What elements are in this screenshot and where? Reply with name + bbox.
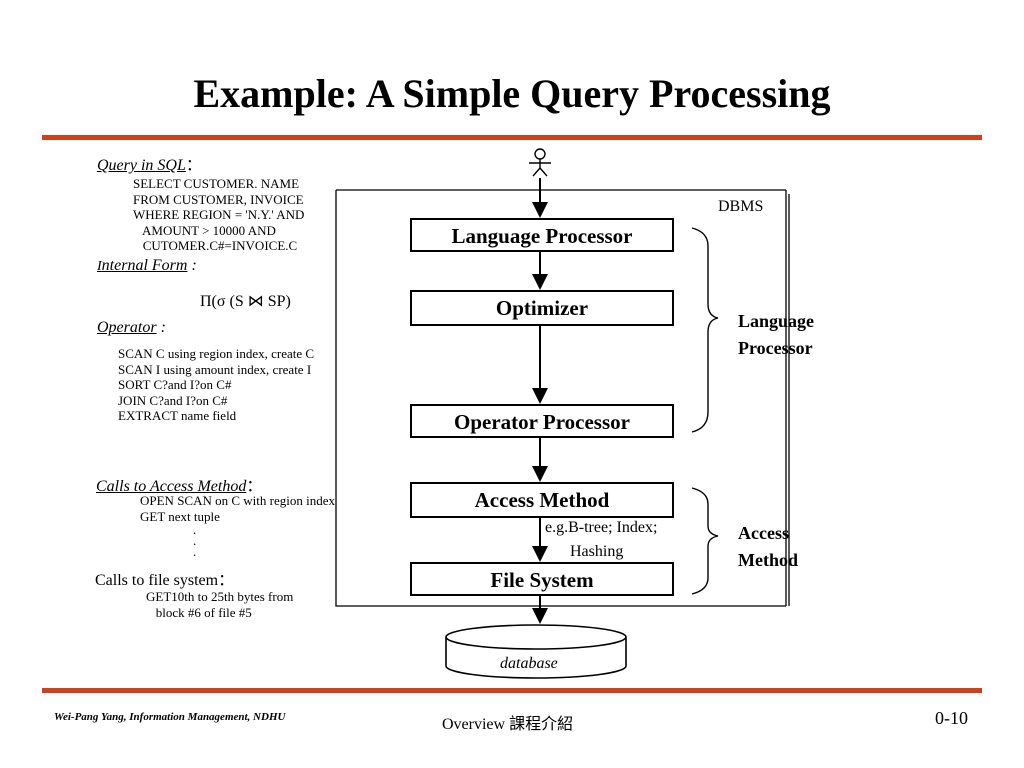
- file-system-box: File System: [410, 562, 674, 596]
- footer-author: Wei-Pang Yang, Information Management, N…: [54, 711, 286, 723]
- internal-form-formula: Π(σ (S ⋈ SP): [200, 293, 291, 310]
- calls-access-text: OPEN SCAN on C with region index GET nex…: [140, 493, 335, 524]
- internal-form-initial: I: [97, 259, 102, 274]
- group2-line2: Method: [738, 550, 798, 570]
- top-divider: [42, 135, 982, 140]
- query-label: Query in SQL: [97, 157, 186, 174]
- access-note-line2: Hashing: [570, 543, 624, 560]
- calls-file-label: Calls to file system: [95, 572, 219, 589]
- calls-access-label: Calls to Access Method: [96, 478, 247, 495]
- group2-line1: Access: [738, 523, 789, 543]
- internal-form-row: Internal Form :: [97, 257, 197, 275]
- access-note-line1: e.g.B-tree; Index;: [545, 519, 658, 536]
- sql-text: SELECT CUSTOMER. NAME FROM CUSTOMER, INV…: [133, 176, 305, 253]
- operator-processor-box: Operator Processor: [410, 404, 674, 438]
- operator-row: Operator :: [97, 319, 166, 337]
- access-method-box: Access Method: [410, 482, 674, 518]
- internal-form-label: nternal Form: [101, 257, 188, 274]
- database-cylinder: [445, 624, 627, 679]
- internal-form-colon: :: [187, 257, 197, 274]
- database-label: database: [500, 655, 558, 672]
- optimizer-box: Optimizer: [410, 290, 674, 326]
- group1-line2: Processor: [738, 338, 813, 358]
- calls-file-row: Calls to file system：: [95, 566, 234, 590]
- ellipsis-dot-3: .: [193, 544, 197, 559]
- calls-access-colon: ：: [246, 478, 263, 495]
- ellipsis-dot-2: .: [193, 533, 197, 548]
- slide-title: Example: A Simple Query Processing: [193, 71, 831, 116]
- query-label-row: Query in SQL：: [97, 151, 202, 175]
- calls-access-row: Calls to Access Method：: [96, 472, 262, 496]
- dbms-frame: [335, 189, 790, 607]
- group1-line1: Language: [738, 311, 815, 331]
- language-processor-box: Language Processor: [410, 218, 674, 252]
- page-number: 0-10: [935, 708, 968, 728]
- group-language-processor: Language Processor: [738, 308, 814, 362]
- operator-label: Operator: [97, 319, 157, 336]
- calls-file-colon: ：: [218, 572, 235, 589]
- footer-center: Overview 課程介紹: [442, 716, 574, 733]
- operator-colon: :: [156, 319, 166, 336]
- access-method-brace: [691, 487, 719, 595]
- dbms-label: DBMS: [718, 198, 764, 215]
- ellipsis-dot-1: .: [193, 522, 197, 537]
- operator-list: SCAN C using region index, create C SCAN…: [118, 346, 315, 423]
- bottom-divider: [42, 688, 982, 693]
- user-icon: [529, 148, 551, 177]
- query-colon: ：: [185, 157, 202, 174]
- calls-file-text: GET10th to 25th bytes from block #6 of f…: [146, 589, 294, 620]
- language-processor-brace: [691, 227, 719, 433]
- group-access-method: Access Method: [738, 520, 798, 574]
